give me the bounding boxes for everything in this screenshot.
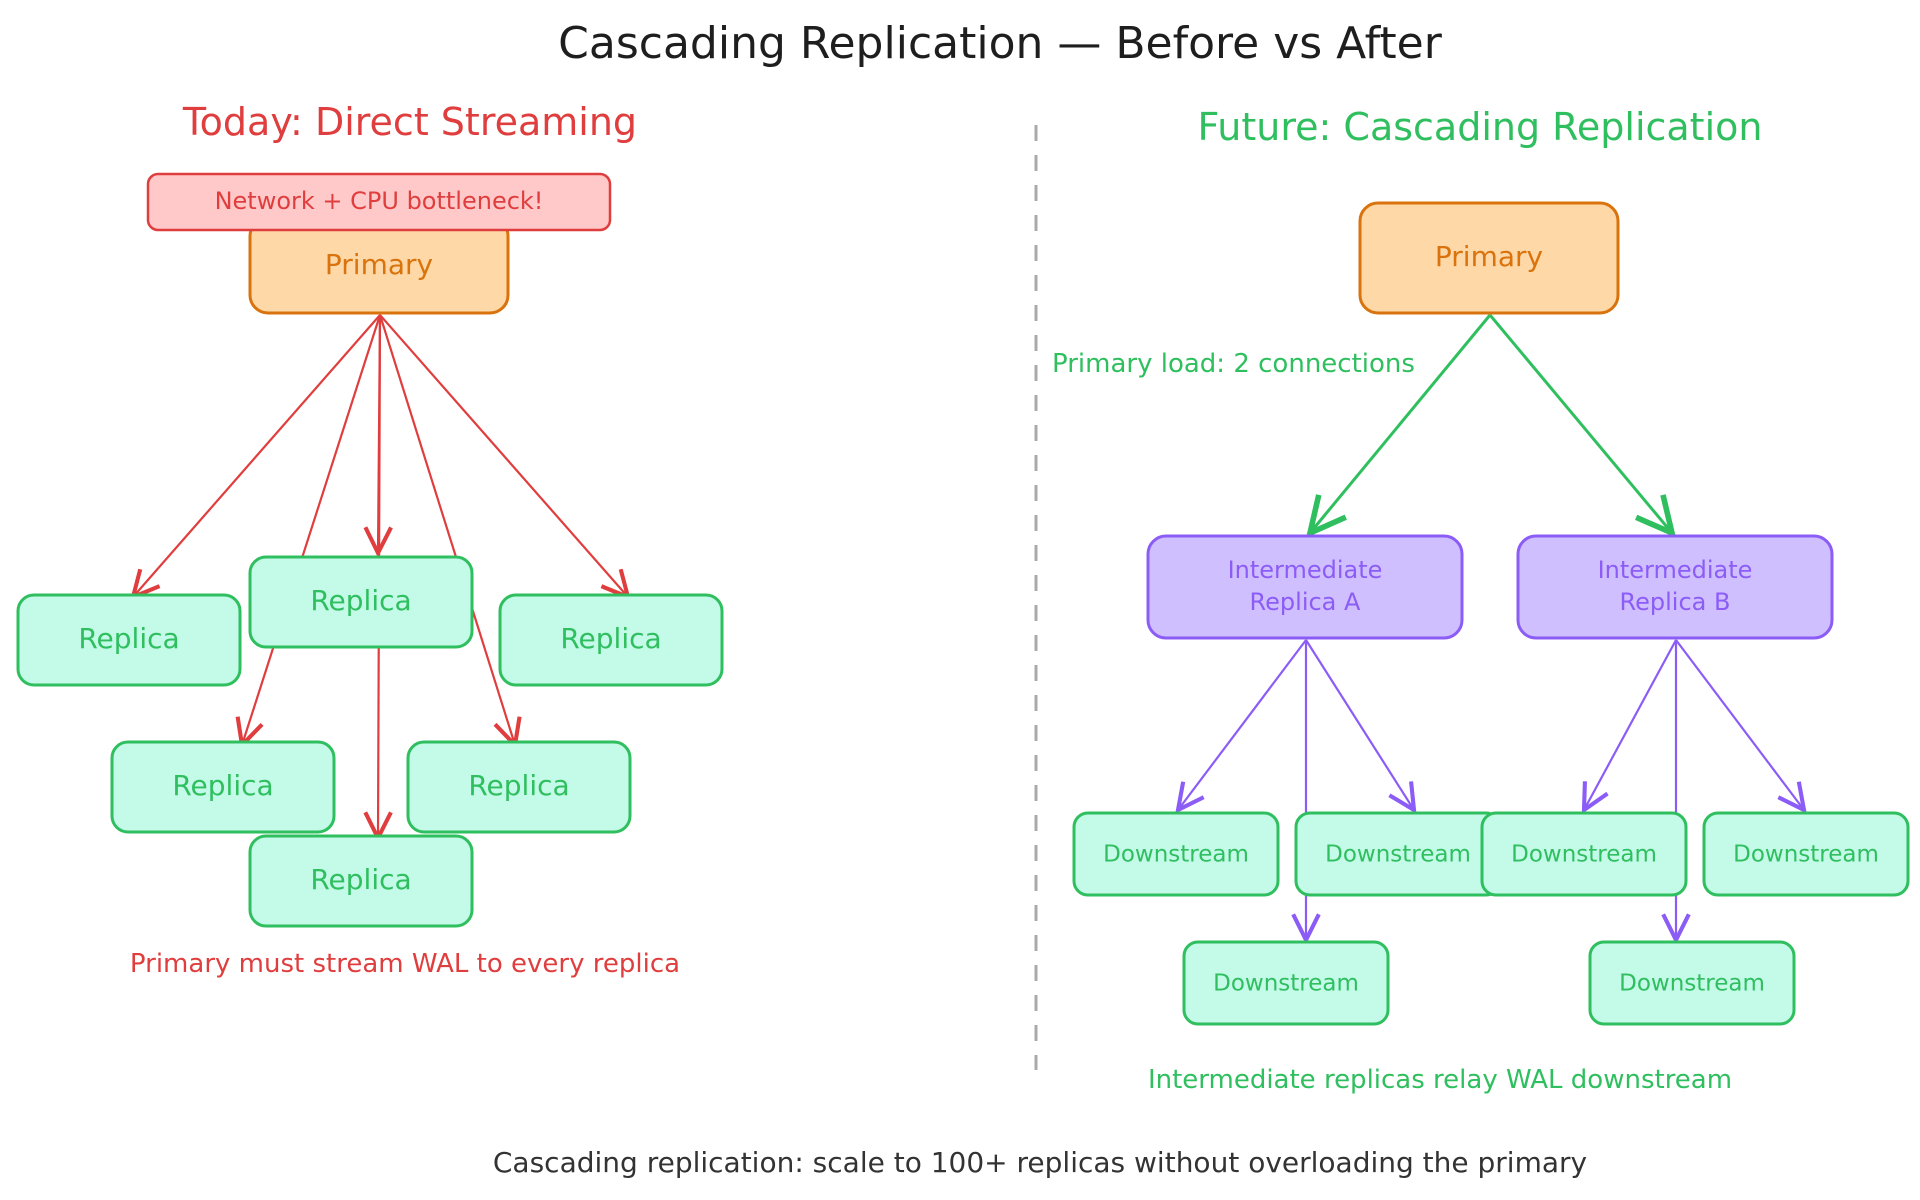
arrow-primary-to-replica-5 [378, 314, 515, 745]
arrow-primary-to-replica-3 [379, 314, 628, 597]
arrow-int-a-to-down-1 [1178, 639, 1307, 810]
downstream-node-3: Downstream [1480, 811, 1688, 897]
downstream-node-6: Downstream [1588, 940, 1796, 1026]
bottleneck-banner: Network + CPU bottleneck! [146, 172, 612, 232]
downstream-node-4: Downstream [1702, 811, 1910, 897]
arrow-primary-to-int-b [1488, 314, 1672, 533]
downstream-node-1: Downstream [1072, 811, 1280, 897]
right-primary-label: Primary [1435, 240, 1543, 273]
downstream-label-2: Downstream [1325, 842, 1471, 868]
downstream-node-2: Downstream [1294, 811, 1502, 897]
downstream-node-5: Downstream [1182, 940, 1390, 1026]
replica-node-6: Replica [248, 834, 474, 928]
right-primary-node: Primary [1358, 201, 1620, 315]
replica-node-1: Replica [16, 593, 242, 687]
replica-label-3: Replica [560, 622, 661, 655]
right-heading: Future: Cascading Replication [1198, 105, 1763, 149]
replica-node-4: Replica [110, 740, 336, 834]
replica-label-6: Replica [310, 863, 411, 896]
downstream-label-3: Downstream [1511, 842, 1657, 868]
bottleneck-label: Network + CPU bottleneck! [215, 187, 544, 215]
left-heading: Today: Direct Streaming [182, 100, 637, 144]
arrow-primary-to-replica-4 [242, 314, 382, 745]
replica-node-3: Replica [498, 593, 724, 687]
intermediate-a-line-1: Intermediate [1228, 556, 1383, 584]
intermediate-replica-b: Intermediate Replica B [1516, 534, 1834, 640]
replica-label-2: Replica [310, 584, 411, 617]
arrow-primary-to-replica-1 [133, 314, 381, 597]
replica-label-4: Replica [172, 769, 273, 802]
arrow-primary-to-int-a [1310, 314, 1492, 533]
arrow-int-b-to-down-3 [1584, 639, 1677, 810]
primary-load-note: Primary load: 2 connections [1052, 349, 1415, 379]
arrow-int-a-to-down-2 [1305, 639, 1414, 810]
right-note: Intermediate replicas relay WAL downstre… [1148, 1065, 1732, 1095]
primary-to-intermediate-arrows [1310, 314, 1672, 533]
downstream-label-5: Downstream [1213, 971, 1359, 997]
diagram-title: Cascading Replication — Before vs After [558, 18, 1443, 69]
intermediate-b-line-1: Intermediate [1598, 556, 1753, 584]
intermediate-replica-a: Intermediate Replica A [1146, 534, 1464, 640]
replica-label-5: Replica [468, 769, 569, 802]
left-primary-node: Primary [248, 216, 510, 315]
downstream-label-4: Downstream [1733, 842, 1879, 868]
replica-node-2: Replica [248, 555, 474, 649]
replica-label-1: Replica [78, 622, 179, 655]
intermediate-b-line-2: Replica B [1620, 588, 1731, 616]
downstream-label-6: Downstream [1619, 971, 1765, 997]
left-primary-label: Primary [325, 248, 433, 281]
footer-caption: Cascading replication: scale to 100+ rep… [493, 1146, 1587, 1179]
arrow-int-b-to-down-4 [1675, 639, 1804, 810]
intermediate-a-line-2: Replica A [1250, 588, 1361, 616]
downstream-label-1: Downstream [1103, 842, 1249, 868]
replica-node-5: Replica [406, 740, 632, 834]
left-note: Primary must stream WAL to every replica [130, 949, 680, 979]
